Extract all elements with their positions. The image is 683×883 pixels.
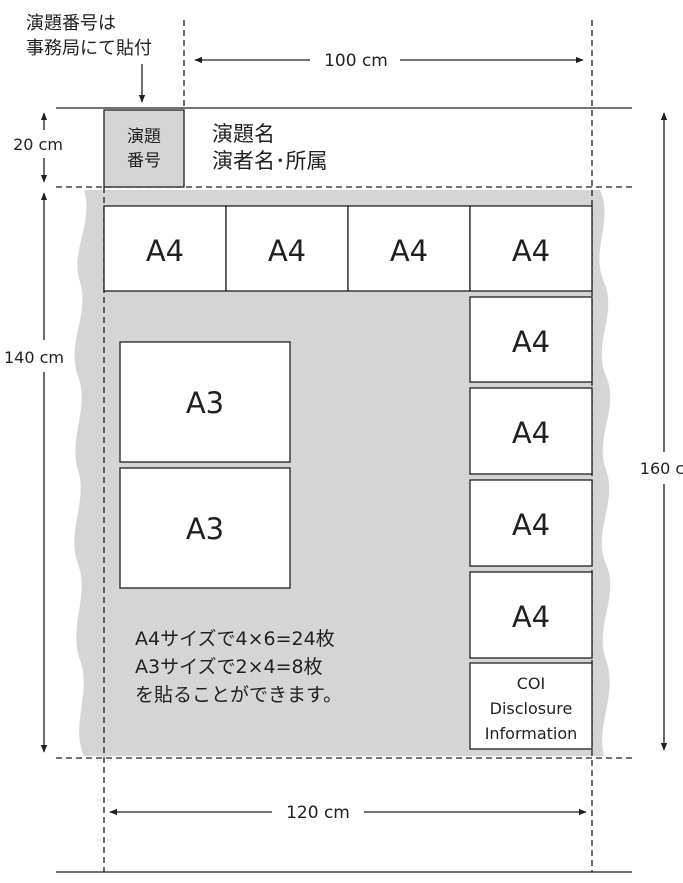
a4-right-panel-3 <box>469 479 593 567</box>
top-width-label: 100 cm <box>324 51 388 71</box>
title-slot-box-line-1: 演題 <box>127 127 161 147</box>
a4-right-panel-3-label: A4 <box>512 508 550 542</box>
coi-line-2: Disclosure <box>490 699 573 718</box>
a4-top-panel-4-label: A4 <box>512 234 550 268</box>
a4-right-panel-2 <box>469 387 593 475</box>
a3-panel-2-label: A3 <box>186 512 224 546</box>
a4-top-panel-1-label: A4 <box>146 234 184 268</box>
a4-right-panel-4-label: A4 <box>512 600 550 634</box>
a4-right-panel-2-label: A4 <box>512 416 550 450</box>
header-title: 演題名 <box>212 122 275 146</box>
a4-top-panel-1 <box>103 205 227 292</box>
total-height-label: 160 c <box>640 459 683 478</box>
a4-right-panel-4 <box>469 571 593 659</box>
capacity-note-line-2: A3サイズで2×4=8枚 <box>135 656 323 678</box>
a3-panel-1-label: A3 <box>186 386 224 420</box>
title-slot-label-line-1: 演題番号は <box>26 13 116 34</box>
body-height-label: 140 cm <box>4 348 64 367</box>
a4-top-panel-2-label: A4 <box>268 234 306 268</box>
coi-line-1: COI <box>517 674 545 693</box>
a3-panel-2 <box>119 467 291 589</box>
title-slot-label-line-2: 事務局にて貼付 <box>26 38 152 59</box>
a4-top-panel-2 <box>225 205 349 292</box>
a3-panel-1 <box>119 341 291 463</box>
a3-column: A3 A3 <box>119 341 291 589</box>
bottom-width-label: 120 cm <box>286 803 350 823</box>
capacity-note-line-1: A4サイズで4×6=24枚 <box>135 628 335 650</box>
coi-panel <box>469 662 593 750</box>
capacity-note-line-3: を貼ることができます。 <box>135 684 342 706</box>
a4-right-column: A4 A4 A4 A4 <box>469 296 593 659</box>
coi-line-3: Information <box>485 724 578 743</box>
a4-top-panel-3 <box>347 205 471 292</box>
header-authors: 演者名･所属 <box>212 149 328 173</box>
a4-top-row: A4 A4 A4 A4 <box>103 205 593 292</box>
a4-top-panel-4 <box>469 205 593 292</box>
title-slot-box <box>103 109 185 188</box>
a4-right-panel-1-label: A4 <box>512 325 550 359</box>
header-height-label: 20 cm <box>13 135 63 154</box>
title-slot-box-line-2: 番号 <box>127 151 161 171</box>
a4-right-panel-1 <box>469 296 593 383</box>
a4-top-panel-3-label: A4 <box>390 234 428 268</box>
